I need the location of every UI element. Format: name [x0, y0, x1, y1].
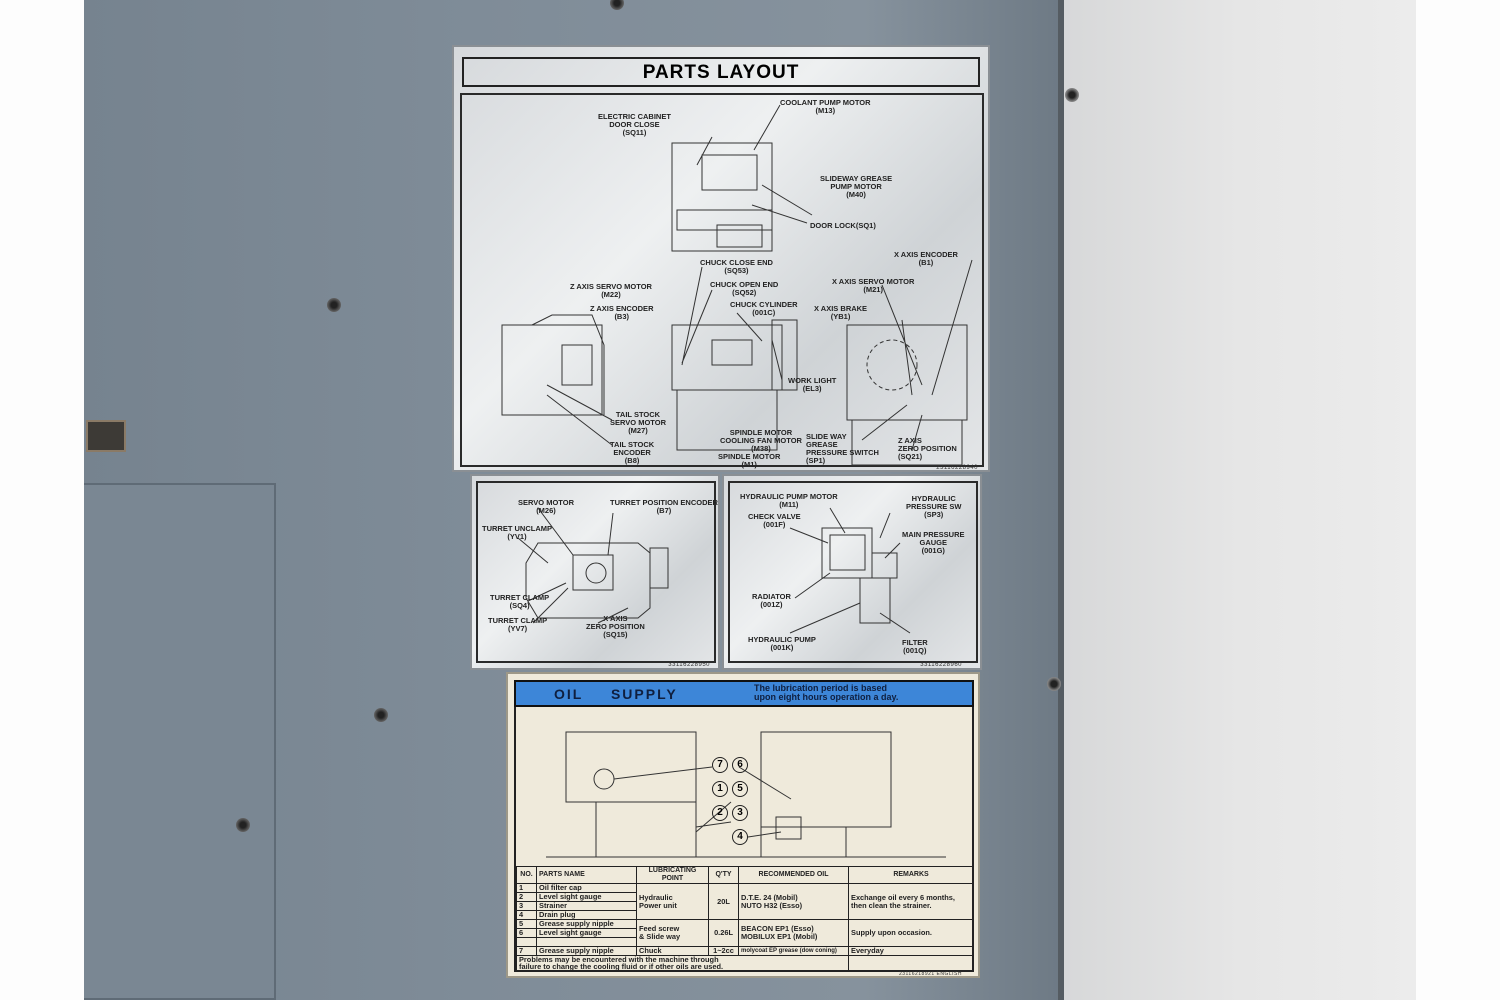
oil-supply-frame: 7 6 1 5 2 3 4: [514, 707, 974, 972]
label-tail-stock-encoder: TAIL STOCK ENCODER (B8): [610, 440, 655, 465]
row-oil: molycoat EP grease (dow coning): [738, 946, 850, 956]
serial-number: 33116228950: [668, 662, 710, 668]
table-header-row: NO. PARTS NAME LUBRICATING POINT Q'TY RE…: [515, 866, 974, 884]
label-check-valve: CHECK VALVE (001F): [748, 512, 801, 529]
row-point: Hydraulic Power unit: [636, 883, 710, 920]
col-no: NO.: [515, 866, 538, 884]
oil-supply-table: NO. PARTS NAME LUBRICATING POINT Q'TY RE…: [515, 866, 974, 971]
label-x-axis-servo-motor: X AXIS SERVO MOTOR (M21): [832, 277, 915, 294]
label-filter: FILTER (001Q): [902, 638, 928, 655]
serial-number: 33116228960: [920, 662, 962, 668]
label-x-axis-zero-position: X AXIS ZERO POSITION (SQ15): [586, 614, 645, 639]
screw: [236, 818, 250, 832]
cabinet-door: [84, 483, 276, 1000]
row-qty: 0.26L: [708, 919, 740, 947]
row-oil: D.T.E. 24 (Mobil) NUTO H32 (Esso): [738, 883, 850, 920]
label-chuck-close-end: CHUCK CLOSE END (SQ53): [700, 258, 773, 275]
callout-3: 3: [732, 805, 748, 821]
label-slide-way-grease-pressure-switch: SLIDE WAY GREASE PRESSURE SWITCH (SP1): [806, 432, 879, 465]
label-hydraulic-pressure-sw: HYDRAULIC PRESSURE SW (SP3): [906, 494, 962, 519]
turret-diagram: [517, 507, 669, 624]
row-part: Level sight gauge: [536, 928, 638, 938]
callout-1: 1: [712, 781, 728, 797]
label-turret-position-encoder: TURRET POSITION ENCODER (B7): [610, 498, 718, 515]
label-servo-motor: SERVO MOTOR (M26): [518, 498, 574, 515]
label-chuck-open-end: CHUCK OPEN END (SQ52): [710, 280, 779, 297]
label-hydraulic-pump: HYDRAULIC PUMP (001K): [748, 635, 816, 652]
callout-5: 5: [732, 781, 748, 797]
label-turret-clamp-yv7: TURRET CLAMP (YV7): [488, 616, 548, 633]
row-remarks: Exchange oil every 6 months, then clean …: [848, 883, 974, 920]
label-hydraulic-pump-motor: HYDRAULIC PUMP MOTOR (M11): [740, 492, 838, 509]
turret-plate: SERVO MOTOR (M26) TURRET POSITION ENCODE…: [470, 474, 720, 670]
row-remarks: Supply upon occasion.: [848, 919, 974, 947]
hydraulic-plate: HYDRAULIC PUMP MOTOR (M11) CHECK VALVE (…: [722, 474, 982, 670]
label-coolant-pump-motor: COOLANT PUMP MOTOR (M13): [780, 98, 871, 115]
machine-diagrams: [501, 104, 973, 466]
parts-layout-title: PARTS LAYOUT: [462, 57, 980, 87]
parts-layout-plate: PARTS LAYOUT ELECTRIC CABINET DOOR CLOSE…: [452, 45, 990, 472]
label-x-axis-brake: X AXIS BRAKE (YB1): [814, 304, 868, 321]
col-parts-name: PARTS NAME: [536, 866, 638, 884]
label-spindle-motor: SPINDLE MOTOR (M1): [718, 452, 781, 469]
screw: [1065, 88, 1079, 102]
label-z-axis-servo-motor: Z AXIS SERVO MOTOR (M22): [570, 282, 652, 299]
screw: [1047, 677, 1061, 691]
callout-7: 7: [712, 757, 728, 773]
label-main-pressure-gauge: MAIN PRESSURE GAUGE (001G): [902, 530, 965, 555]
col-qty: Q'TY: [708, 866, 740, 884]
serial-number: 23116228940: [936, 465, 978, 471]
row-remarks: Everyday: [848, 946, 974, 956]
row-point: Feed screw & Slide way: [636, 919, 710, 947]
label-electric-cabinet-door-close: ELECTRIC CABINET DOOR CLOSE (SQ11): [598, 112, 671, 137]
machine-side-wall: [1058, 0, 1416, 1000]
oil-supply-plate: OIL SUPPLY The lubrication period is bas…: [506, 672, 980, 978]
callout-6: 6: [732, 757, 748, 773]
label-turret-unclamp: TURRET UNCLAMP (YV1): [482, 524, 552, 541]
callout-4: 4: [732, 829, 748, 845]
turret-diagram-frame: SERVO MOTOR (M26) TURRET POSITION ENCODE…: [476, 481, 718, 663]
col-recommended-oil: RECOMMENDED OIL: [738, 866, 850, 884]
label-chuck-cylinder: CHUCK CYLINDER (001C): [730, 300, 798, 317]
footnote: Problems may be encountered with the mac…: [515, 955, 850, 971]
label-turret-clamp-sq4: TURRET CLAMP (SQ4): [490, 593, 550, 610]
row-oil: BEACON EP1 (Esso) MOBILUX EP1 (Mobil): [738, 919, 850, 947]
screw: [610, 0, 624, 10]
callout-2: 2: [712, 805, 728, 821]
label-z-axis-encoder: Z AXIS ENCODER (B3): [590, 304, 654, 321]
label-work-light: WORK LIGHT (EL3): [788, 376, 837, 393]
door-latch: [86, 420, 126, 452]
parts-layout-diagram-frame: ELECTRIC CABINET DOOR CLOSE (SQ11) COOLA…: [460, 93, 984, 469]
hydraulic-diagram-frame: HYDRAULIC PUMP MOTOR (M11) CHECK VALVE (…: [728, 481, 978, 663]
hydraulic-unit-diagram: [789, 507, 911, 634]
col-lubricating-point: LUBRICATING POINT: [636, 866, 710, 884]
serial-number: 23116218921 ENGLISH: [898, 971, 962, 977]
oil-supply-title: OIL SUPPLY: [554, 686, 678, 702]
screw: [374, 708, 388, 722]
col-remarks: REMARKS: [848, 866, 974, 884]
oil-supply-header: OIL SUPPLY The lubrication period is bas…: [514, 680, 974, 707]
row-qty: 20L: [708, 883, 740, 920]
label-tail-stock-servo-motor: TAIL STOCK SERVO MOTOR (M27): [610, 410, 666, 435]
label-spindle-motor-cooling-fan-motor: SPINDLE MOTOR COOLING FAN MOTOR (M38): [720, 428, 802, 453]
label-slideway-grease-pump-motor: SLIDEWAY GREASE PUMP MOTOR (M40): [820, 174, 893, 199]
label-radiator: RADIATOR (001Z): [752, 592, 791, 609]
label-x-axis-encoder: X AXIS ENCODER (B1): [894, 250, 958, 267]
label-z-axis-zero-position: Z AXIS ZERO POSITION (SQ21): [898, 436, 957, 461]
table-footnote-row: Problems may be encountered with the mac…: [515, 955, 974, 971]
lubrication-note: The lubrication period is based upon eig…: [754, 683, 899, 702]
label-door-lock: DOOR LOCK(SQ1): [810, 221, 876, 230]
screw: [327, 298, 341, 312]
